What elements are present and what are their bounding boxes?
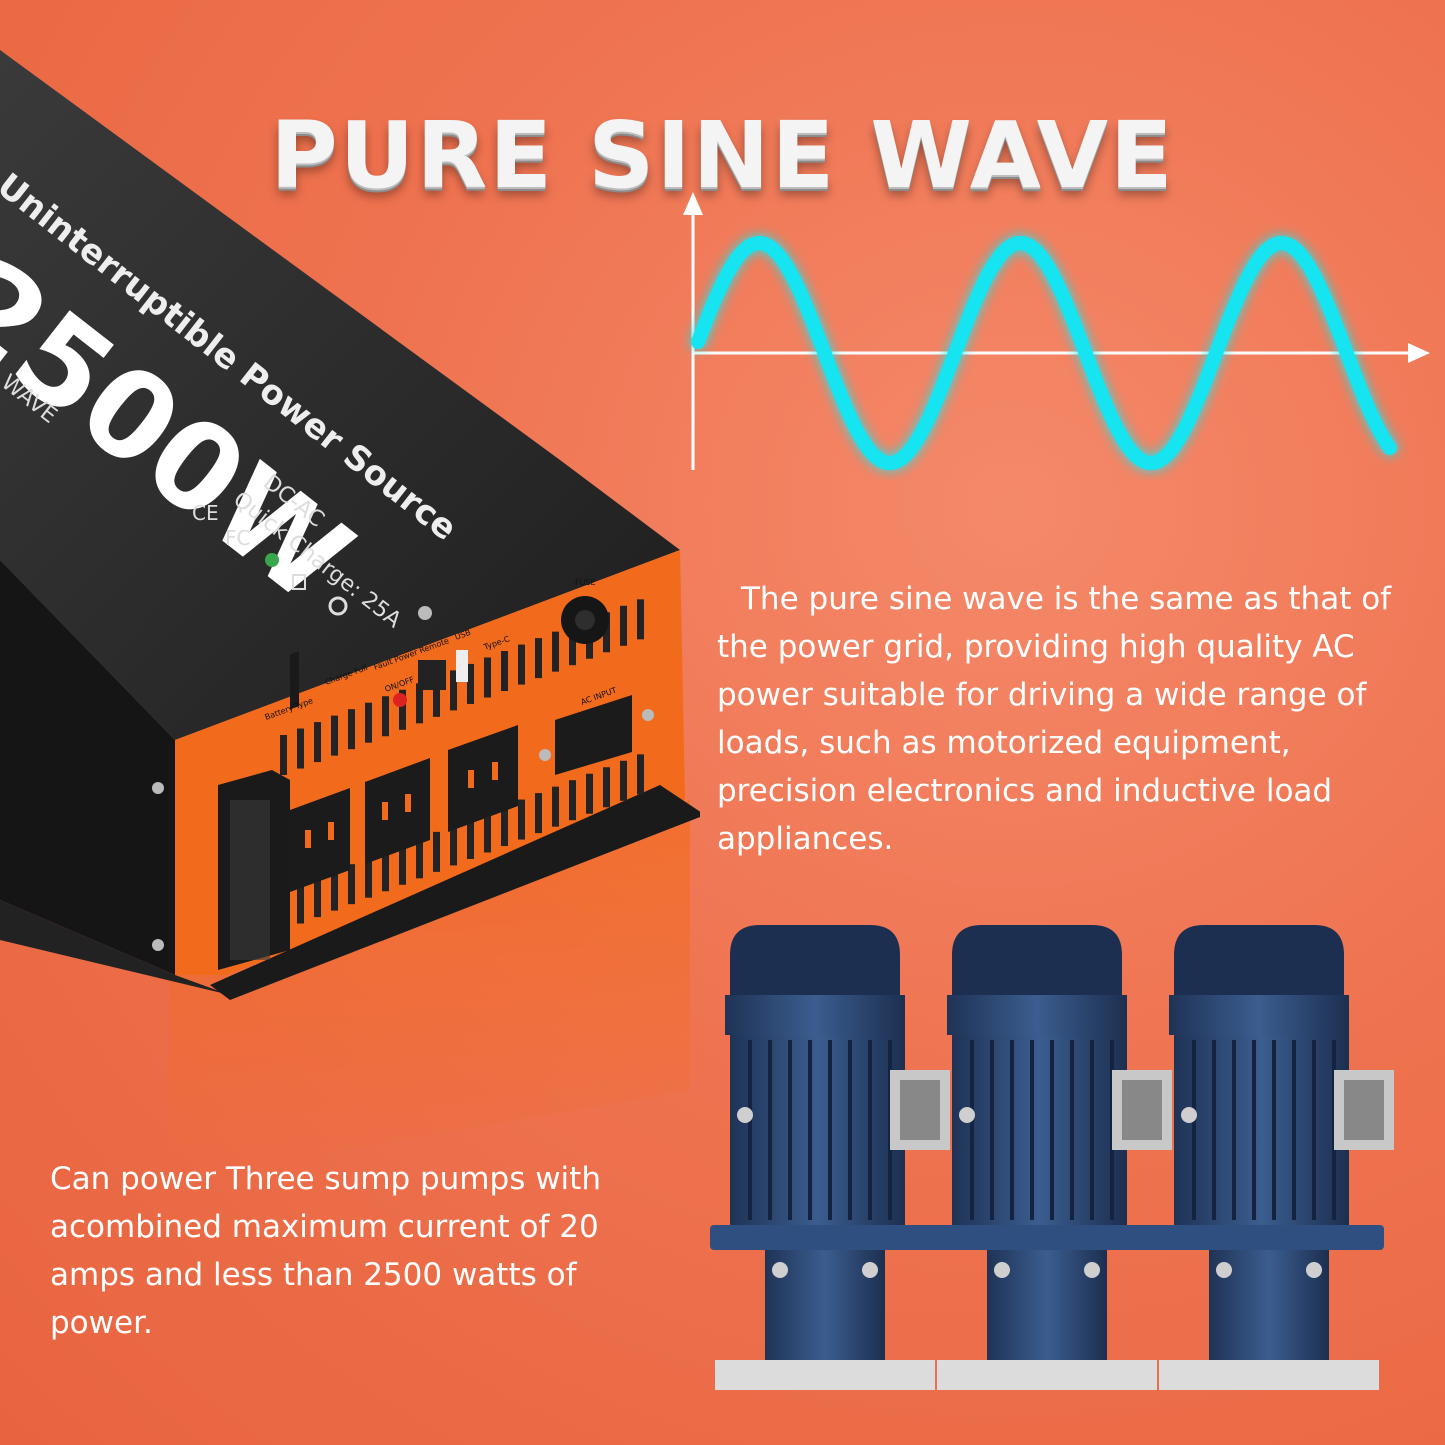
vent-slot [382, 696, 389, 737]
vent-slot [518, 644, 525, 685]
inverter-illustration: Uninterruptible Power Source 2500W WAVE … [0, 50, 700, 1180]
vent-slot [399, 689, 406, 730]
sump-pump [710, 925, 950, 1390]
vent-slot [637, 754, 644, 795]
vent-slot [450, 825, 457, 866]
vent-slot [314, 722, 321, 763]
vent-slot [535, 638, 542, 679]
vent-slot [501, 806, 508, 847]
vent-slot [620, 605, 627, 646]
rohs-leaf-icon [265, 553, 279, 567]
vent-slot [433, 676, 440, 717]
vent-slot [450, 670, 457, 711]
vent-slot [314, 877, 321, 918]
vent-slot [365, 702, 372, 743]
power-button[interactable] [393, 693, 407, 707]
ce-mark-icon: CE [192, 501, 219, 525]
sine-wave-graphic [683, 192, 1430, 471]
vent-slot [382, 851, 389, 892]
remote-port [418, 660, 446, 690]
recycle-icon [328, 596, 348, 616]
vent-slot [535, 793, 542, 834]
vent-slot [433, 831, 440, 872]
vent-slot [297, 883, 304, 924]
vent-slot [467, 663, 474, 704]
weee-bin-icon [292, 574, 306, 590]
vent-slot [280, 735, 287, 775]
sine-wave-curve [691, 235, 1397, 471]
vent-slot [348, 864, 355, 905]
vent-slot [569, 780, 576, 821]
fcc-icon: FC [225, 526, 250, 550]
fuse-label: FUSE [575, 578, 596, 587]
usb-port [456, 650, 468, 682]
vent-slot [518, 799, 525, 840]
vent-slot [467, 818, 474, 859]
vent-slot [552, 631, 559, 672]
vent-slot [416, 838, 423, 879]
vent-slot [552, 786, 559, 827]
description-text: The pure sine wave is the same as that o… [717, 581, 1392, 857]
sump-pumps-illustration [710, 923, 1396, 1392]
vent-slot [365, 857, 372, 898]
vent-slot [620, 760, 627, 801]
vent-slot [569, 625, 576, 666]
vent-slot [484, 657, 491, 698]
y-axis-arrow-icon [683, 192, 703, 215]
vent-slot [637, 599, 644, 640]
vent-slot [297, 728, 304, 769]
vent-slot [501, 651, 508, 692]
vent-slot [586, 773, 593, 814]
vent-slot [399, 844, 406, 885]
pumps-caption: Can power Three sump pumps with acombine… [50, 1161, 601, 1341]
vent-slot [484, 812, 491, 853]
vent-slot [331, 715, 338, 756]
vent-slot [416, 683, 423, 724]
headline: PURE SINE WAVE [270, 101, 1175, 209]
vent-slot [603, 767, 610, 808]
vent-slot [348, 709, 355, 750]
x-axis-arrow-icon [1408, 343, 1430, 363]
vent-slot [603, 612, 610, 653]
vent-slot [331, 870, 338, 911]
certification-icons: CE FC [192, 501, 348, 616]
